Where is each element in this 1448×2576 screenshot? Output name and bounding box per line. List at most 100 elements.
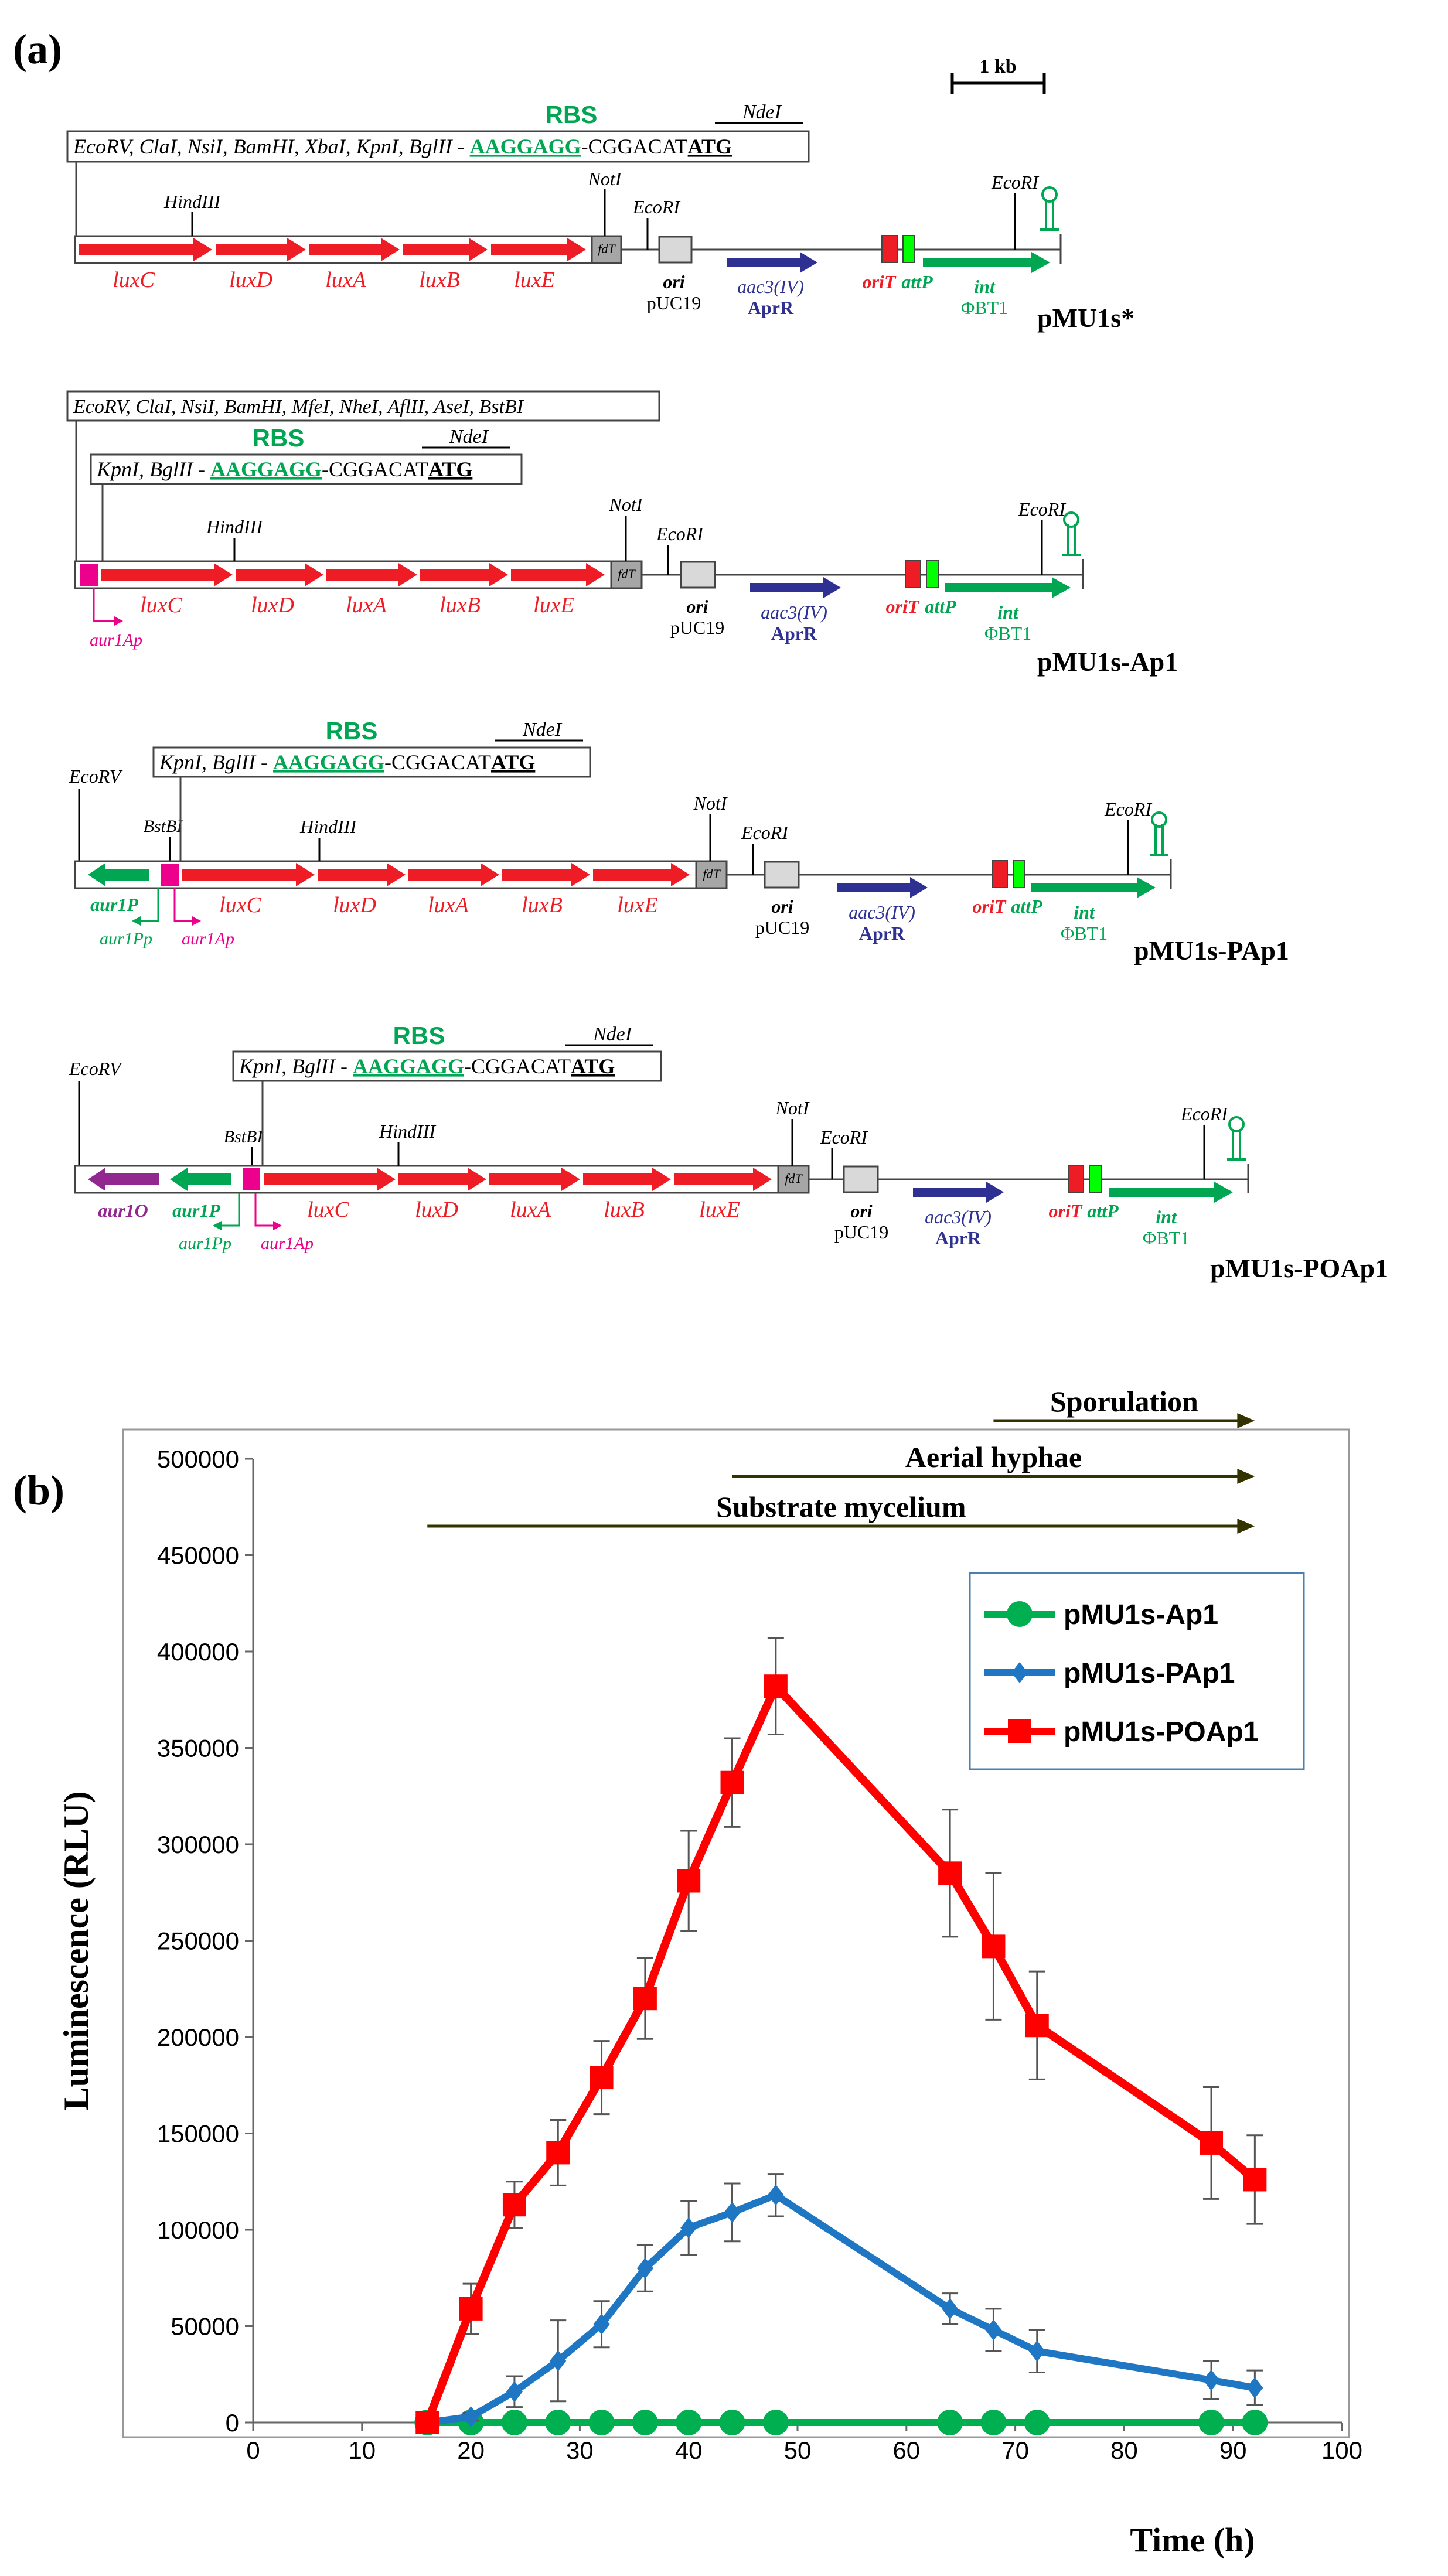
map2-phibt1: ΦBT1 [984, 623, 1031, 644]
data-point [1011, 1662, 1028, 1683]
x-tick-label: 40 [675, 2437, 703, 2464]
map1-int: int [974, 276, 996, 297]
map2-gene-luxc: luxC [140, 593, 182, 617]
map3-aprr: AprR [859, 923, 905, 944]
y-axis-ticks: 0500001000001500002000002500003000003500… [157, 1445, 253, 2437]
data-point [1203, 2369, 1220, 2391]
map2-ecori-2: EcoRI [1018, 499, 1066, 520]
map4-aur1o: aur1O [98, 1200, 148, 1221]
data-point [676, 2410, 702, 2435]
data-point [680, 2217, 697, 2239]
legend-label: pMU1s-PAp1 [1064, 1658, 1235, 1689]
y-tick-label: 150000 [157, 2120, 239, 2148]
data-point [415, 2411, 439, 2434]
data-point [1025, 2014, 1049, 2038]
y-tick-label: 50000 [171, 2313, 239, 2340]
map1-puc19: pUC19 [647, 292, 701, 313]
panel-b-label: (b) [13, 1467, 64, 1514]
data-point [937, 2410, 963, 2435]
y-tick-label: 100000 [157, 2216, 239, 2244]
map4-aprr: AprR [935, 1227, 982, 1248]
map4-aur1p: aur1P [172, 1200, 220, 1221]
map3-aur1p: aur1P [90, 894, 138, 915]
map4-fdt: fdT [785, 1171, 803, 1186]
phase-arrow-head [1237, 1413, 1255, 1428]
map4-ecori-2: EcoRI [1180, 1103, 1228, 1124]
data-point [1243, 2168, 1267, 2192]
map1-gene-luxb: luxB [419, 268, 460, 292]
map3-bstbi: BstBI [144, 817, 184, 836]
data-point [588, 2410, 615, 2435]
map4-gene-luxe: luxE [699, 1197, 740, 1222]
data-point [1024, 2410, 1050, 2435]
map2-lux-arrows [101, 563, 605, 586]
series-pmu1s-pap1 [419, 2173, 1263, 2433]
data-point [982, 1934, 1006, 1959]
data-point [720, 1770, 744, 1794]
data-point [632, 2410, 658, 2435]
data-point [942, 2298, 959, 2319]
map1-gene-luxd: luxD [229, 268, 272, 292]
map3-ecori-1: EcoRI [741, 822, 789, 843]
data-point [677, 1869, 701, 1893]
map3-attp: attP [1011, 896, 1042, 917]
map4-puc19: pUC19 [834, 1222, 888, 1243]
data-point [1198, 2410, 1225, 2435]
map4-gene-luxb: luxB [604, 1197, 645, 1222]
series-pmu1s-poap1 [415, 1637, 1267, 2434]
y-tick-label: 400000 [157, 1638, 239, 1666]
data-point [501, 2410, 527, 2435]
data-point [1242, 2410, 1268, 2435]
data-point [767, 2184, 784, 2206]
data-point [550, 2350, 567, 2372]
map3-site-line-2: KpnI, BglII - AAGGAGG-CGGACATATG [159, 750, 535, 774]
map3-aac: aac3(IV) [849, 902, 915, 923]
map1-lux-arrows [79, 238, 586, 261]
map4-aac: aac3(IV) [925, 1206, 992, 1227]
phase-arrow-head [1237, 1469, 1255, 1484]
map3-lux-arrows [182, 863, 690, 886]
map4-gene-luxa: luxA [510, 1197, 551, 1222]
phase-label: Substrate mycelium [716, 1490, 966, 1523]
data-point [764, 1674, 788, 1698]
map4-noti: NotI [775, 1097, 810, 1118]
data-point [938, 1861, 962, 1885]
scale-bar: 1 kb [950, 56, 1046, 94]
map1-attp: attP [901, 271, 933, 292]
map1-noti: NotI [588, 168, 622, 189]
x-tick-label: 70 [1001, 2437, 1029, 2464]
map4-name: pMU1s-POAp1 [1210, 1253, 1388, 1283]
map3-rbs-label: RBS [326, 717, 378, 745]
map2-rbs-label: RBS [253, 424, 305, 452]
legend-label: pMU1s-POAp1 [1064, 1717, 1259, 1748]
map4-terminator-icon [1227, 1116, 1246, 1161]
map2-noti: NotI [609, 494, 643, 515]
map3-phibt1: ΦBT1 [1061, 923, 1108, 944]
map1-aac: aac3(IV) [737, 276, 804, 297]
map4-promoter: aur1Ap [261, 1234, 314, 1253]
map3-ori: ori [771, 896, 793, 917]
data-point [506, 2381, 523, 2403]
y-tick-label: 250000 [157, 1927, 239, 1955]
data-point [980, 2410, 1007, 2435]
map3-gene-luxd: luxD [333, 893, 376, 917]
map1-ori: ori [663, 271, 684, 292]
map2-orit: oriT [886, 596, 920, 617]
plasmid-map-pmu1s-pap1: EcoRV BstBI KpnI, BglII - AAGGAGG-CGGACA… [69, 717, 1289, 965]
map2-gene-luxa: luxA [346, 593, 387, 617]
data-point [1246, 2377, 1263, 2398]
map1-aprr: AprR [748, 297, 794, 318]
data-point [546, 2141, 570, 2165]
map2-fdt: fdT [618, 567, 636, 581]
plasmid-map-pmu1s: EcoRV, ClaI, NsiI, BamHI, XbaI, KpnI, Bg… [66, 101, 1134, 333]
map2-ori: ori [686, 596, 708, 617]
map4-rbs-label: RBS [393, 1022, 445, 1049]
x-tick-label: 50 [784, 2437, 812, 2464]
data-point [1007, 1601, 1033, 1627]
data-point [1200, 2131, 1224, 2155]
data-point [985, 2319, 1002, 2341]
map2-name: pMU1s-Ap1 [1037, 647, 1178, 677]
map2-gene-luxe: luxE [533, 593, 574, 617]
